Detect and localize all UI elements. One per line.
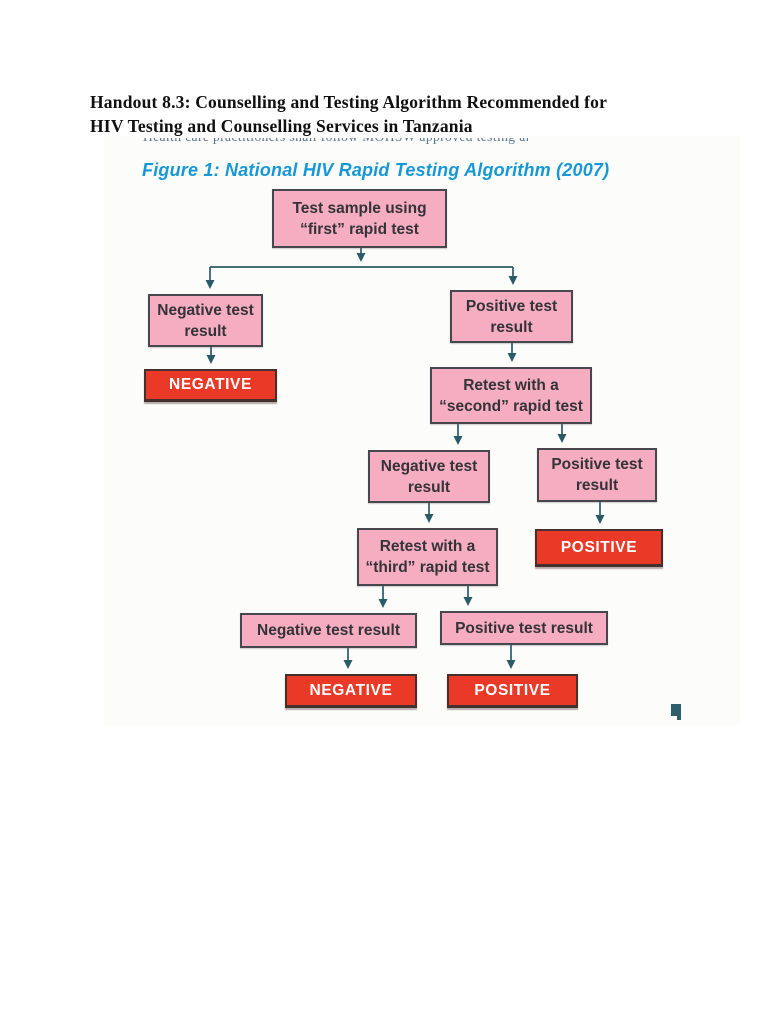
node-positive-result-3: Positive test result (440, 611, 608, 645)
node-first-rapid-test: Test sample using “first” rapid test (272, 189, 447, 248)
node-final-negative-3: NEGATIVE (285, 674, 417, 708)
figure-caption: Figure 1: National HIV Rapid Testing Alg… (142, 160, 610, 180)
handout-title: Handout 8.3: Counselling and Testing Alg… (90, 92, 608, 136)
node-negative-result-3: Negative test result (240, 613, 417, 648)
node-final-positive-3: POSITIVE (447, 674, 578, 708)
clipped-text-line: Health care practitioners shall follow M… (143, 138, 528, 147)
node-final-positive-2: POSITIVE (535, 529, 663, 567)
node-third-rapid-test: Retest with a “third” rapid test (357, 528, 498, 586)
node-positive-result-1: Positive test result (450, 290, 573, 343)
node-final-negative-1: NEGATIVE (144, 369, 277, 402)
node-negative-result-1: Negative test result (148, 294, 263, 347)
node-positive-result-2: Positive test result (537, 448, 657, 502)
scan-artifact-mark (671, 704, 681, 720)
node-negative-result-2: Negative test result (368, 450, 490, 503)
node-second-rapid-test: Retest with a “second” rapid test (430, 367, 592, 424)
clipped-text: Health care practitioners shall follow M… (143, 138, 528, 146)
